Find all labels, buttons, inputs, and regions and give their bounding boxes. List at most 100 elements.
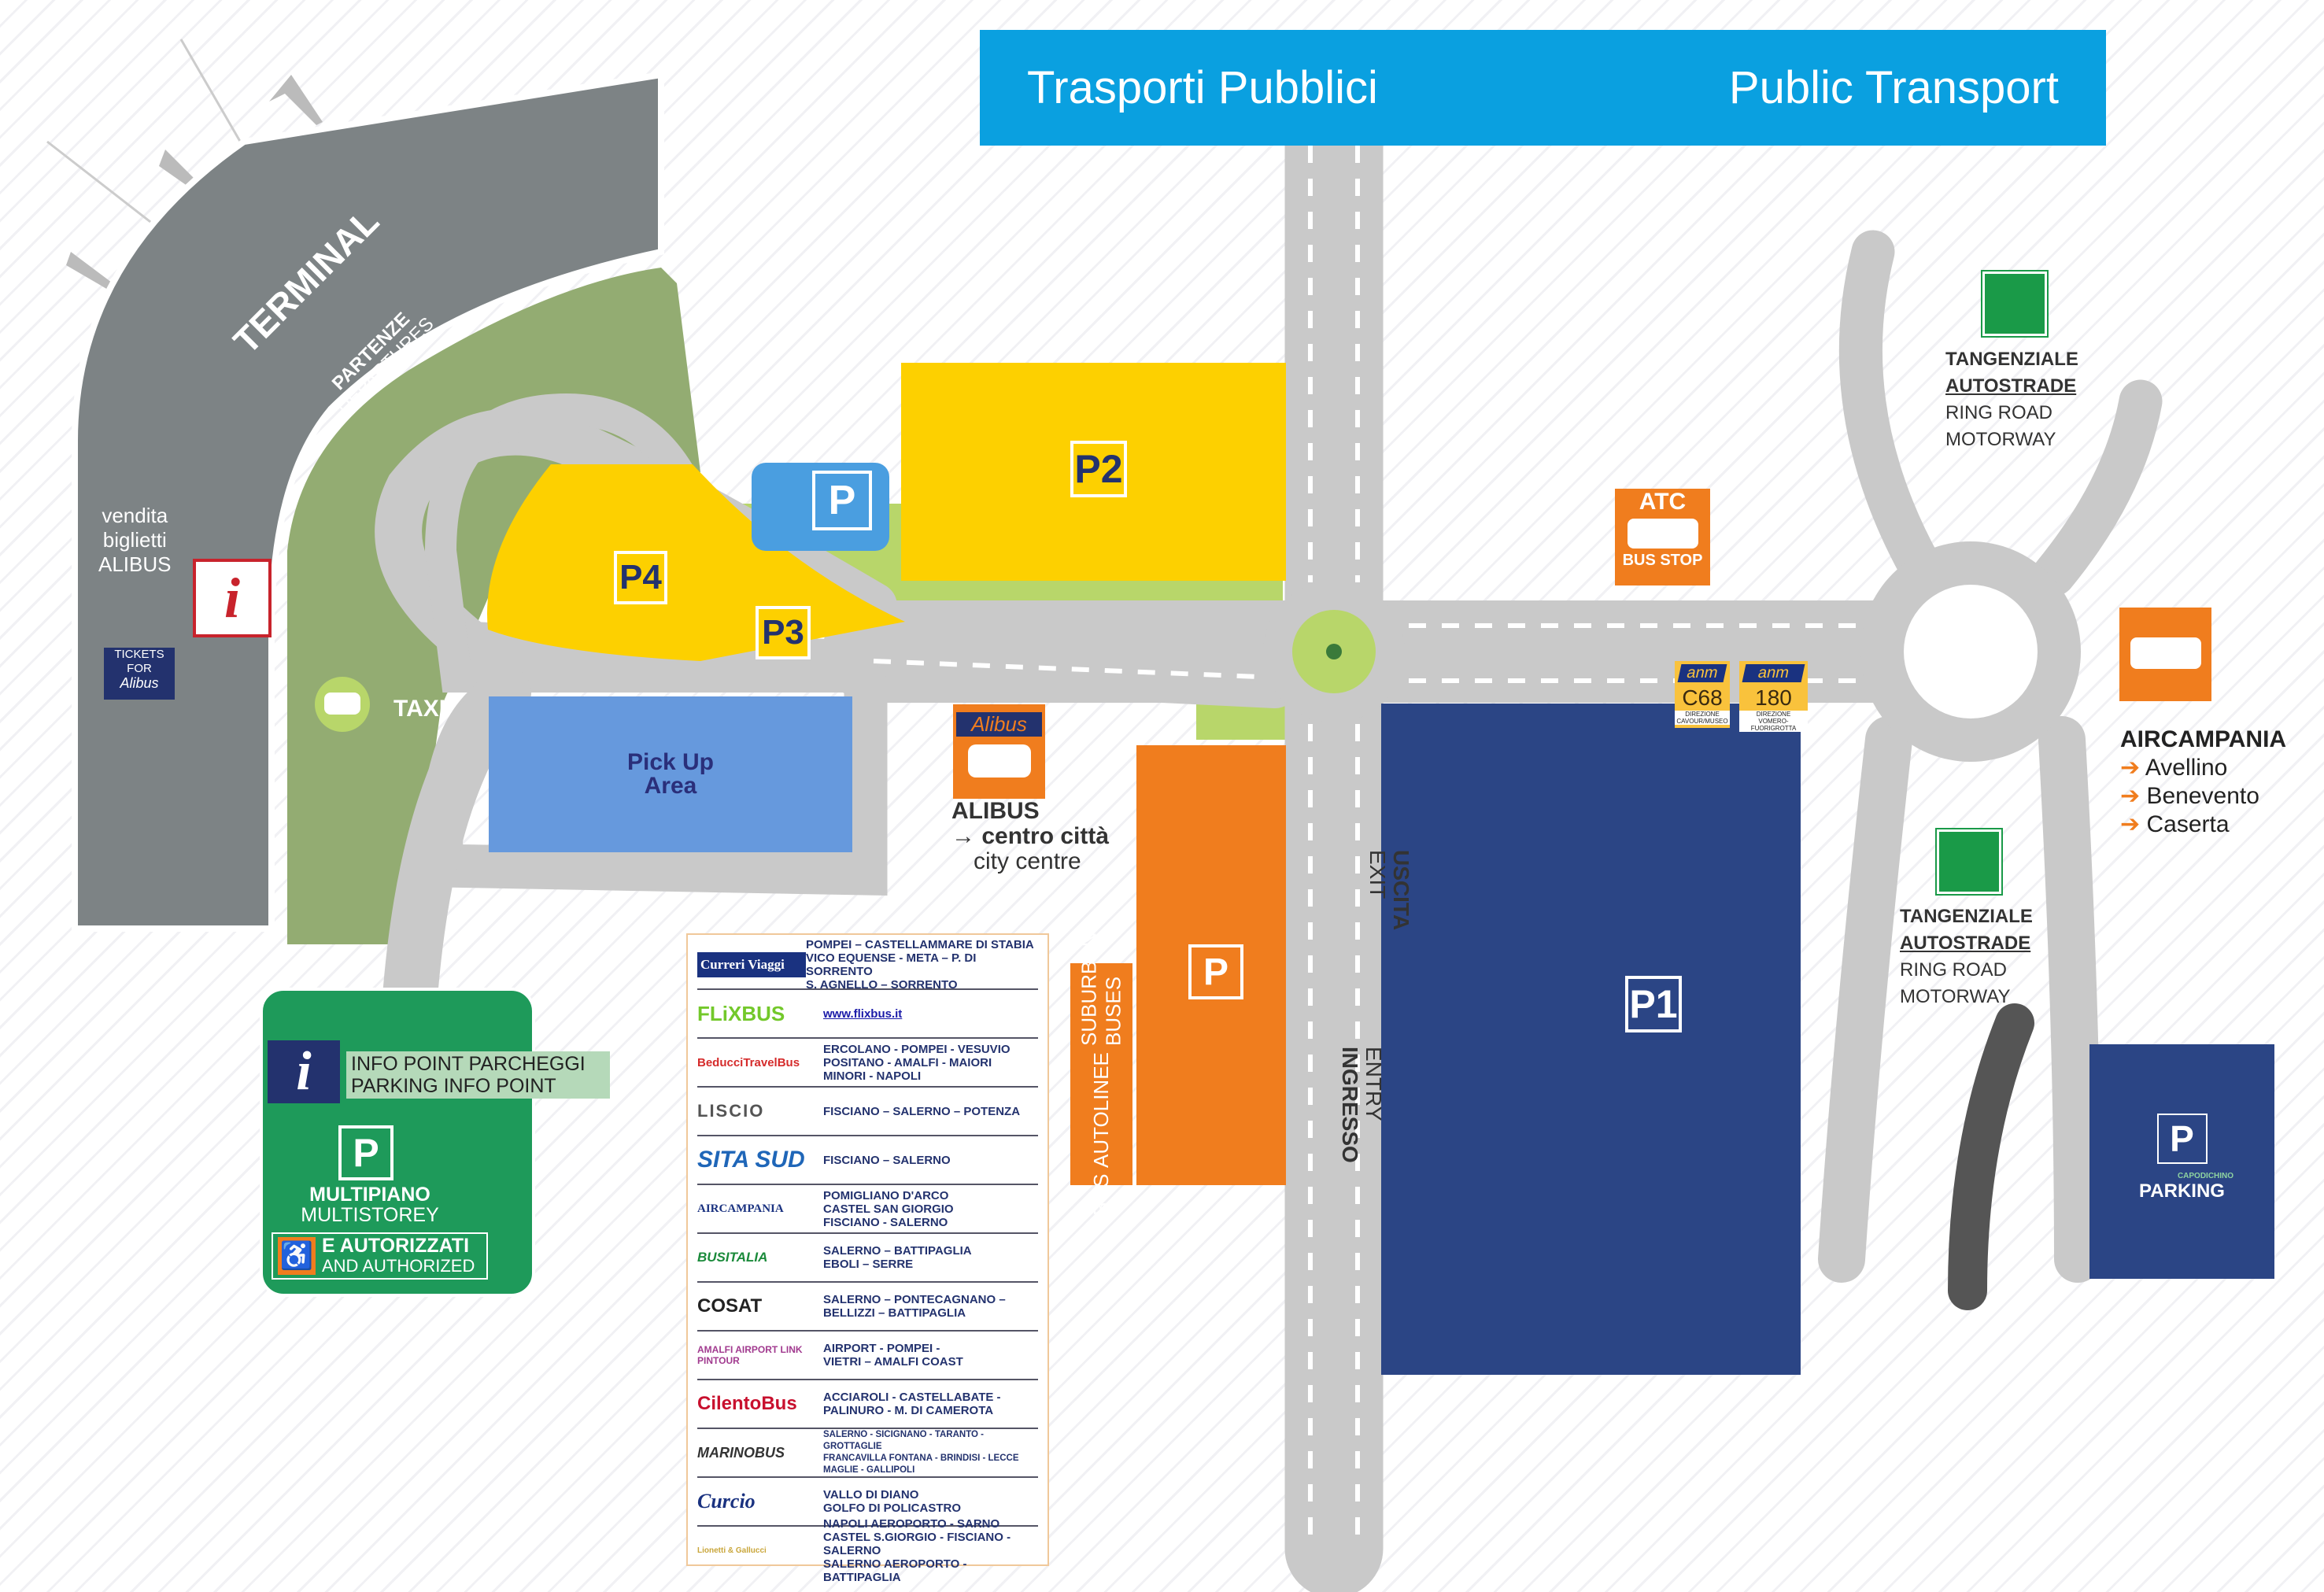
operator-routes: POMIGLIANO D'ARCO CASTEL SAN GIORGIO FIS… (823, 1188, 954, 1229)
t-en2: MOTORWAY (1900, 986, 2011, 1007)
p2-sign: P2 (1070, 441, 1127, 497)
operator-logo: AIRCAMPANIA (697, 1202, 784, 1215)
suburban-it: AUTOLINEE (1089, 1052, 1113, 1168)
multistorey-label: MULTIPIANO MULTISTOREY (291, 1184, 449, 1225)
p1-area (1381, 704, 1801, 1375)
anm-logo: anm (1677, 664, 1727, 682)
bike-parking-sign: P (812, 471, 872, 530)
motorway-icon (1937, 829, 2001, 894)
operator-row: Lionetti & Gallucci NAPOLI AEROPORTO - SA… (697, 1517, 1038, 1584)
info-point-it: INFO POINT PARCHEGGI (351, 1053, 586, 1075)
t-en1: RING ROAD (1945, 402, 2053, 423)
operator-row: AMALFI AIRPORT LINK PINTOUR AIRPORT - POM… (697, 1332, 1038, 1380)
alibus-label: ALIBUS (951, 798, 1040, 824)
operator-logo: COSAT (697, 1295, 763, 1317)
aircampania-name: AIRCAMPANIA (2120, 726, 2287, 752)
operator-row: SITA SUD FISCIANO – SALERNO (697, 1136, 1038, 1185)
auth-it: E AUTORIZZATI (322, 1235, 470, 1257)
operator-logo: SITA SUD (697, 1147, 805, 1173)
operator-logo: Lionetti & Gallucci (697, 1546, 767, 1555)
atc-bus-stop: ATC BUS STOP (1615, 489, 1710, 585)
operator-row: AIRCAMPANIA POMIGLIANO D'ARCO CASTEL SAN … (697, 1185, 1038, 1234)
tickets-for-label: TICKETS FOR (114, 648, 164, 675)
operator-routes: FISCIANO – SALERNO (823, 1153, 951, 1167)
ticket-line3: ALIBUS (98, 552, 172, 576)
alibus-brand: Alibus (120, 675, 159, 691)
t-it2: AUTOSTRADE (1900, 933, 2031, 954)
capodichino-big: PARKING (2139, 1180, 2225, 1202)
ticket-line2: biglietti (102, 528, 167, 552)
p4-sign: P4 (614, 551, 667, 604)
operator-routes: NAPOLI AEROPORTO - SARNO CASTEL S.GIORGI… (823, 1516, 1011, 1584)
bus-icon (1627, 519, 1698, 549)
anm-line: 180 (1755, 685, 1792, 710)
ticket-line1: vendita (102, 504, 168, 527)
anm-dest: VOMERO-FUORIGROTTA (1750, 718, 1797, 732)
operator-logo: Curcio (697, 1490, 756, 1513)
operator-logo: BeducciTravelBus (697, 1055, 800, 1069)
tangenziale-bottom-label: TANGENZIALE AUTOSTRADE RING ROAD MOTORWA… (1900, 903, 2033, 1010)
info-point-label: INFO POINT PARCHEGGI PARKING INFO POINT (346, 1051, 610, 1099)
alibus-dest-it: centro città (981, 823, 1110, 849)
header-title-it: Trasporti Pubblici (1027, 62, 1378, 113)
operator-routes: FISCIANO – SALERNO – POTENZA (823, 1104, 1021, 1118)
operator-routes: AIRPORT - POMPEI - VIETRI – AMALFI COAST (823, 1342, 963, 1369)
anm-dir: DIREZIONE (1685, 711, 1720, 718)
operator-routes: ERCOLANO - POMPEI - VESUVIO POSITANO - A… (823, 1042, 1011, 1083)
t-it2: AUTOSTRADE (1945, 375, 2077, 397)
motorway-icon (1982, 271, 2047, 336)
operator-row: COSAT SALERNO – PONTECAGNANO – BELLIZZI –… (697, 1283, 1038, 1332)
entry-it: INGRESSO (1338, 1047, 1362, 1163)
taxi-label: TAXI (393, 696, 446, 722)
anm-dest: CAVOUR/MUSEO (1676, 718, 1728, 725)
aircampania-bus-icon (2119, 608, 2211, 701)
alibus-logo: Alibus (956, 712, 1042, 737)
dest-benevento: Benevento (2146, 783, 2259, 809)
operator-routes: SALERNO – PONTECAGNANO – BELLIZZI – BATT… (823, 1293, 1006, 1320)
flixbus-link[interactable]: www.flixbus.it (823, 1007, 903, 1021)
operator-logo: AMALFI AIRPORT LINK PINTOUR (697, 1344, 803, 1366)
header-bar: Trasporti Pubblici Public Transport (980, 30, 2106, 146)
operator-row: BeducciTravelBus ERCOLANO - POMPEI - VESU… (697, 1039, 1038, 1088)
exit-it: USCITA (1389, 850, 1413, 931)
alibus-sign: Alibus (953, 704, 1045, 799)
multi-it: MULTIPIANO (309, 1184, 430, 1206)
operator-logo: MARINOBUS (697, 1444, 785, 1461)
alibus-dest-en: city centre (974, 848, 1081, 874)
dest-avellino: Avellino (2145, 755, 2228, 781)
suburban-en: SUBURBAN BUSES (1077, 932, 1125, 1047)
info-icon: i (193, 559, 272, 637)
tangenziale-top-label: TANGENZIALE AUTOSTRADE RING ROAD MOTORWA… (1945, 346, 2078, 453)
atc-name: ATC (1639, 489, 1687, 515)
multi-en: MULTISTOREY (301, 1204, 439, 1226)
tickets-for-alibus-sign: TICKETS FOR Alibus (104, 648, 175, 700)
info-point-en: PARKING INFO POINT (351, 1075, 556, 1097)
t-it1: TANGENZIALE (1900, 906, 2033, 927)
anm-line: C68 (1682, 685, 1723, 710)
capodichino-small: CAPODICHINO (2177, 1172, 2234, 1180)
p1-sign: P1 (1625, 976, 1682, 1032)
anm-dir: DIREZIONE (1756, 711, 1791, 718)
info-icon: i (268, 1040, 340, 1103)
capodichino-parking: P CAPODICHINO PARKING (2089, 1044, 2274, 1279)
bus-parking-area (1136, 745, 1286, 1185)
header-title-en: Public Transport (1728, 62, 2059, 113)
exit-en: EXIT (1365, 850, 1390, 899)
pickup-line2: Area (644, 773, 697, 799)
operator-logo: CilentoBus (697, 1393, 797, 1414)
t-en1: RING ROAD (1900, 959, 2008, 981)
terminal-building (72, 71, 664, 932)
anm-logo: anm (1742, 664, 1805, 682)
